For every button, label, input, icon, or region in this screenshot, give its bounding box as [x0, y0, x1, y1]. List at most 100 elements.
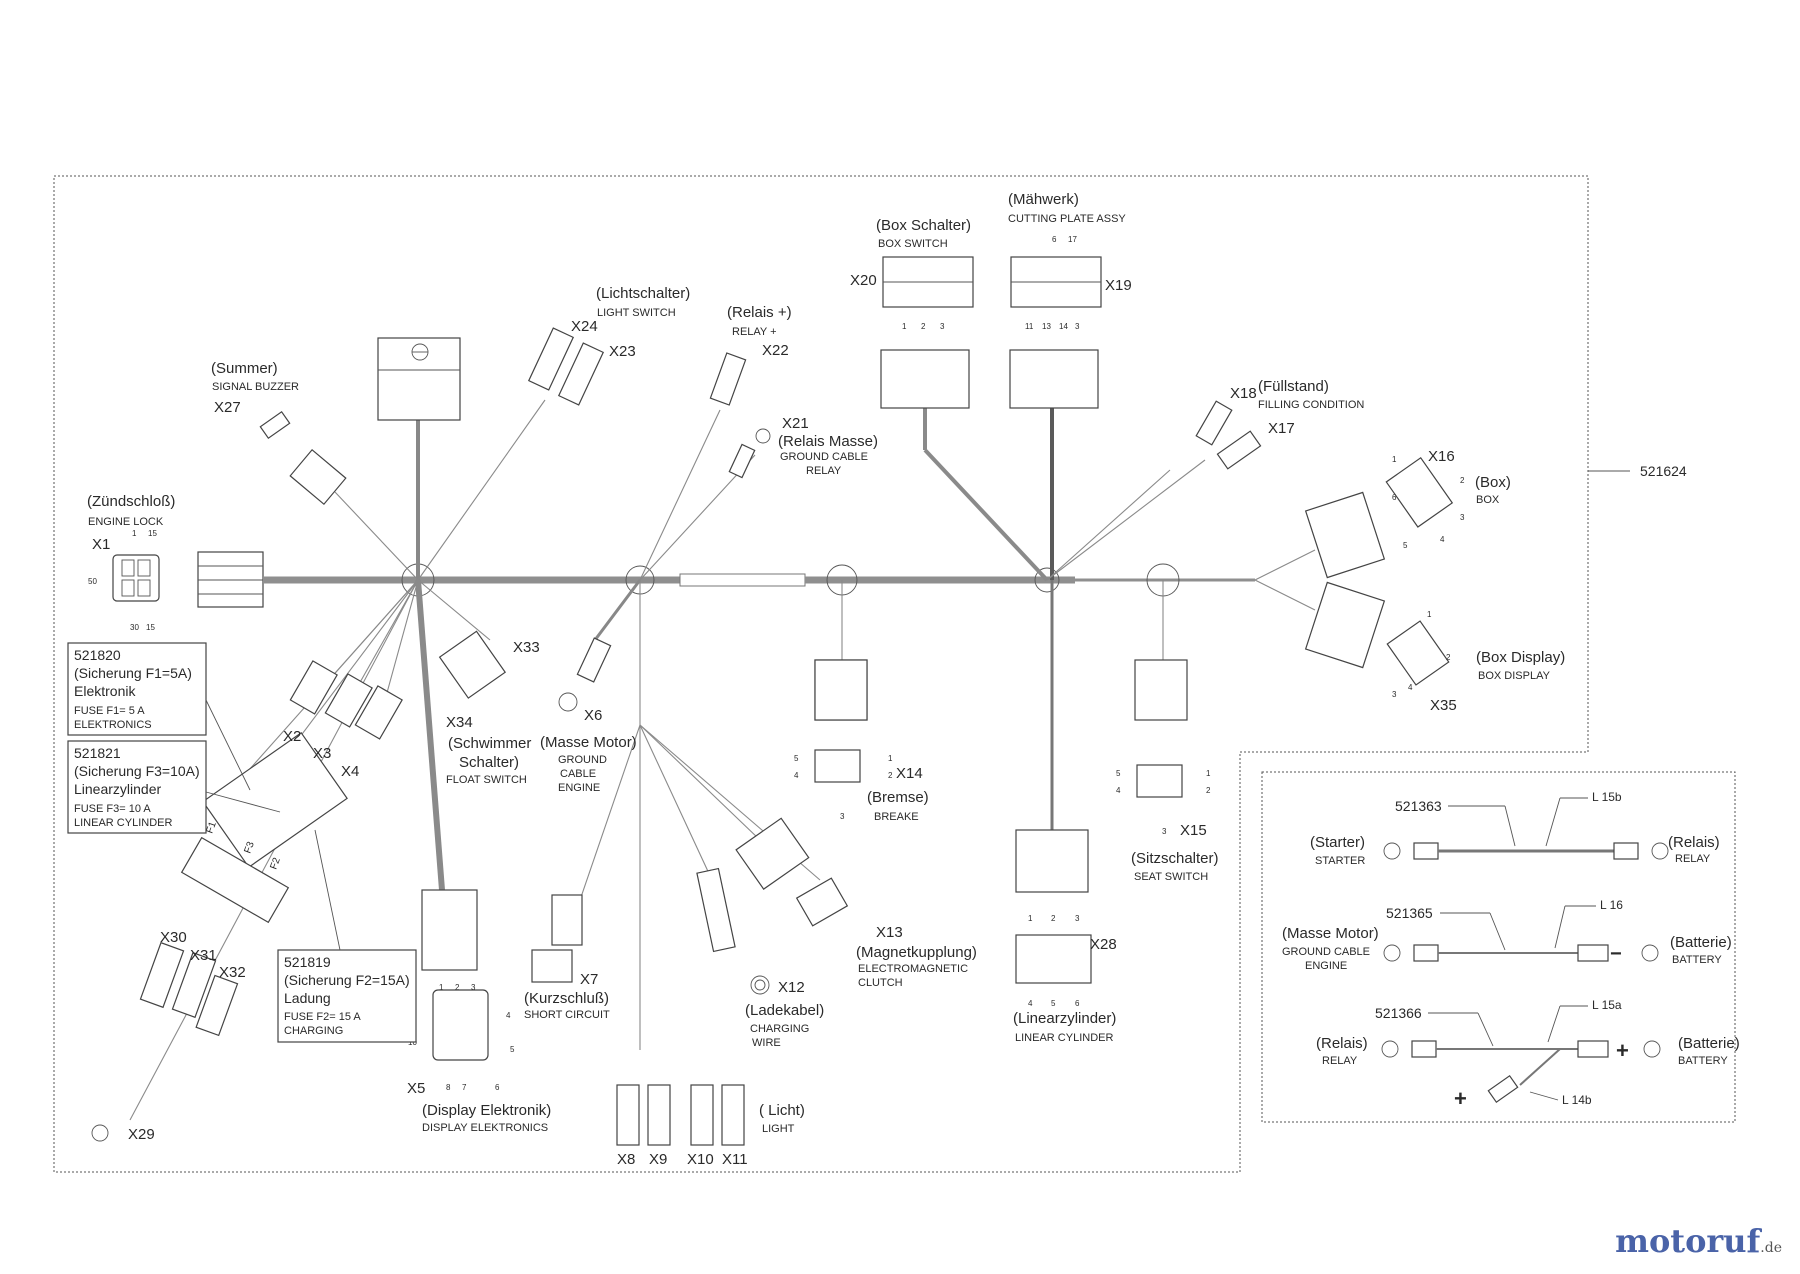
cable-end-en: BATTERY — [1678, 1055, 1728, 1067]
pin: 1 — [1427, 610, 1432, 619]
pin: 14 — [1059, 322, 1068, 331]
pin: 17 — [1068, 235, 1077, 244]
fuse-label: (Sicherung F3=10A) — [74, 763, 200, 779]
label-de: (Lichtschalter) — [596, 285, 690, 302]
connector-code: X23 — [609, 343, 636, 360]
label-de: (Linearzylinder) — [1013, 1010, 1116, 1027]
plus-sign: + — [1454, 1086, 1467, 1111]
logo-tld: .de — [1760, 1240, 1782, 1256]
label-en: RELAY — [806, 465, 842, 477]
pin: 1 — [902, 322, 907, 331]
pin: 8 — [446, 1083, 451, 1092]
connector-code: X7 — [580, 971, 598, 988]
connector-code: X12 — [778, 979, 805, 996]
label-de: (Schwimmer — [448, 735, 531, 752]
connector-code: X4 — [341, 763, 359, 780]
cable-end-en: ENGINE — [1305, 960, 1347, 972]
label-en: LINEAR CYLINDER — [1015, 1032, 1113, 1044]
pin: 11 — [1025, 322, 1034, 331]
label-de: (Zündschloß) — [87, 493, 175, 510]
connector-code: X20 — [850, 272, 877, 289]
pin: 3 — [1392, 690, 1397, 699]
pin: 4 — [506, 1011, 511, 1020]
label-en: CHARGING — [750, 1023, 809, 1035]
pin: 4 — [1408, 683, 1413, 692]
plus-sign: + — [1616, 1038, 1629, 1063]
pin: 1 — [1392, 455, 1397, 464]
pin: 6 — [1052, 235, 1057, 244]
connector-code: X10 — [687, 1151, 714, 1168]
label-en: SHORT CIRCUIT — [524, 1009, 610, 1021]
fuse-mark: F2 — [268, 856, 282, 871]
connector-code: X35 — [1430, 697, 1457, 714]
harness-codes: X2 X3 X4 X30 X31 X32 X33 X29 F1 F3 F2 — [128, 639, 540, 1143]
connector-code: X1 — [92, 536, 110, 553]
connector-code: X6 — [584, 707, 602, 724]
pin: 6 — [495, 1083, 500, 1092]
label-en: SIGNAL BUZZER — [212, 381, 299, 393]
fuse-label: Elektronik — [74, 683, 136, 699]
label-de: (Summer) — [211, 360, 278, 377]
label-en: LIGHT SWITCH — [597, 307, 676, 319]
cable-end-de: (Batterie) — [1670, 934, 1732, 951]
pin: 2 — [1446, 653, 1451, 662]
fuse-part-number: 521819 — [284, 954, 331, 970]
cable-end-en: RELAY — [1322, 1055, 1358, 1067]
pin: 5 — [1051, 999, 1056, 1008]
label-de: (Box) — [1475, 474, 1511, 491]
fuse-label: (Sicherung F1=5A) — [74, 665, 192, 681]
connector-code: X5 — [407, 1080, 425, 1097]
x1-connector-shape — [112, 554, 160, 602]
cable-end-de: (Masse Motor) — [1282, 925, 1379, 942]
connector-code: X9 — [649, 1151, 667, 1168]
pin: 30 — [130, 623, 139, 632]
label-de: (Bremse) — [867, 789, 929, 806]
cable-521365: 521365 L 16 − (Masse Motor) GROUND CABLE… — [1282, 898, 1732, 972]
cable-part-number: 521363 — [1395, 798, 1442, 814]
cable-part-number: 521365 — [1386, 905, 1433, 921]
cable-length: L 16 — [1600, 898, 1623, 912]
fuse-part-number: 521820 — [74, 647, 121, 663]
label-de: (Relais +) — [727, 304, 792, 321]
fuse-label: Linearzylinder — [74, 781, 161, 797]
pin: 50 — [88, 577, 97, 586]
minus-sign: − — [1610, 943, 1622, 965]
pin: 7 — [462, 1083, 467, 1092]
fuse-label-en: LINEAR CYLINDER — [74, 817, 172, 829]
fuse-label-en: ELEKTRONICS — [74, 719, 152, 731]
label-en: FILLING CONDITION — [1258, 399, 1364, 411]
label-en: GROUND — [558, 754, 607, 766]
cable-length: L 15a — [1592, 998, 1622, 1012]
label-de: (Display Elektronik) — [422, 1102, 551, 1119]
pin: 1 — [1206, 769, 1211, 778]
label-en: FLOAT SWITCH — [446, 774, 527, 786]
label-de: (Masse Motor) — [540, 734, 637, 751]
label-de: (Box Schalter) — [876, 217, 971, 234]
fuse-callouts: 521820 (Sicherung F1=5A) Elektronik FUSE… — [67, 642, 417, 1043]
pin: 15 — [148, 529, 157, 538]
cable-length: L 14b — [1562, 1093, 1592, 1107]
connector-code: X31 — [190, 947, 217, 964]
cable-end-de: (Starter) — [1310, 834, 1365, 851]
harness-part-number: 521624 — [1640, 463, 1687, 479]
label-en: CABLE — [560, 768, 596, 780]
label-en: GROUND CABLE — [780, 451, 868, 463]
connector-code: X30 — [160, 929, 187, 946]
cable-part-number: 521366 — [1375, 1005, 1422, 1021]
connector-code: X28 — [1090, 936, 1117, 953]
fuse-label: (Sicherung F2=15A) — [284, 972, 410, 988]
cable-end-en: STARTER — [1315, 855, 1365, 867]
label-en: RELAY + — [732, 326, 777, 338]
pin: 3 — [840, 812, 845, 821]
label-en: BOX DISPLAY — [1478, 670, 1551, 682]
connector-code: X32 — [219, 964, 246, 981]
pin: 2 — [888, 771, 893, 780]
pin: 5 — [1403, 541, 1408, 550]
connector-code: X24 — [571, 318, 598, 335]
connector-code: X16 — [1428, 448, 1455, 465]
pin: 5 — [794, 754, 799, 763]
pin: 4 — [1440, 535, 1445, 544]
label-en: BOX SWITCH — [878, 238, 948, 250]
main-harness — [197, 549, 1316, 611]
pin: 3 — [1460, 513, 1465, 522]
